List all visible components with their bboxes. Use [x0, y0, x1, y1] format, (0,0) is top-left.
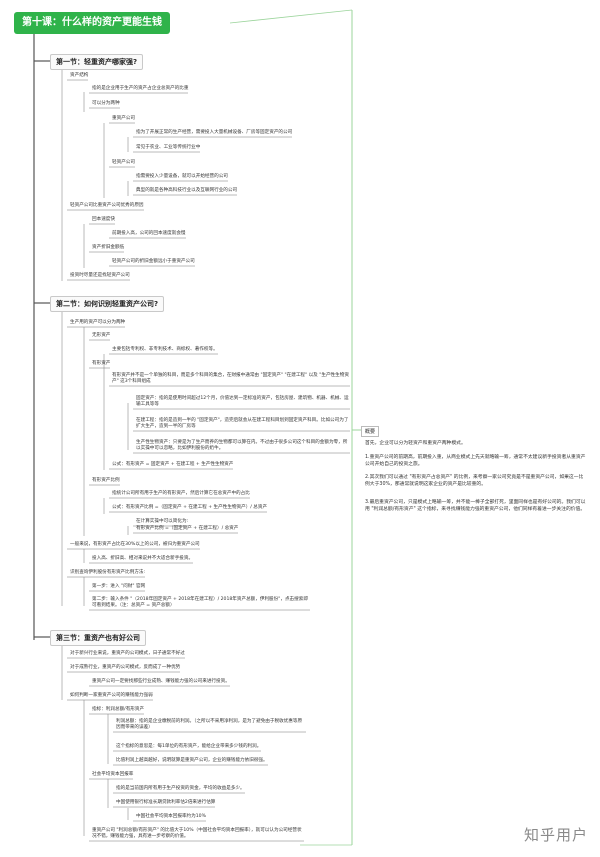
s2-node-2[interactable]: 主要包括专利权、非专利技术、商标权、著作权等。	[112, 347, 218, 352]
connector-line	[229, 9, 353, 24]
s3-node-8[interactable]: 社会平均资本回报率	[92, 772, 134, 777]
s1-node-5[interactable]: 常见于农业、工业等传统行业中	[136, 145, 201, 150]
s2-node-10[interactable]: 指统计公司所有用于生产的有形资产，然后计算它在总资产中的占比	[112, 491, 250, 496]
s1-node-4[interactable]: 指为了开展正常的生产经营，需要投入大量机械设备、厂房等固定资产的公司	[136, 130, 293, 135]
s1-node-10[interactable]: 回本速度快	[92, 217, 115, 222]
s2-node-15[interactable]: 投入高、折旧高、相对来说并不大适合新手投资。	[92, 556, 194, 561]
s3-node-10[interactable]: 中国使用银行标准长期贷款利率估2倍来进行估算	[116, 800, 216, 805]
s2-node-16[interactable]: 识别查询伊利股份有形资产比例方法:	[70, 570, 146, 575]
s1-node-13[interactable]: 轻资产公司的折旧金额远小于重资产公司	[112, 259, 195, 264]
s3-node-4[interactable]: 指标：利润总额/有形资产	[92, 707, 145, 712]
section-2-title[interactable]: 第二节：如何识别轻重资产公司?	[50, 296, 165, 312]
s3-node-1[interactable]: 对于成熟行业，重资产的公司模式，反而成了一种优势	[70, 665, 181, 670]
overview-para-1: 1.重资产公司的前期高，前期投入重，从商业模式上先天就略输一筹，通常不太建议新手…	[365, 455, 586, 467]
s1-node-8[interactable]: 典型的就是各种高科技行业以及互联网行业的公司	[136, 188, 238, 193]
s2-node-6[interactable]: 在建工程：指的是造到一半的 "固定资产"，造完后就会从在建工程科目划到固定资产科…	[136, 418, 349, 429]
s1-node-2[interactable]: 可以分为两种	[92, 101, 120, 106]
s3-node-6[interactable]: 这个指标的意思是：每1单位的有形资产，能给企业带来多少钱的利润。	[116, 744, 262, 749]
s1-node-12[interactable]: 资产折旧金额低	[92, 245, 125, 250]
s1-node-11[interactable]: 前期投入高，公司的回本速度就会慢	[112, 231, 186, 236]
s1-node-3[interactable]: 重资产公司	[112, 116, 135, 121]
s1-node-6[interactable]: 轻资产公司	[112, 160, 135, 165]
s2-node-7[interactable]: 生产性生物资产：只要是为了生产而养的生物都可以算在内。不过由于很多公司这个科目的…	[136, 440, 348, 451]
root-topic[interactable]: 第十课：什么样的资产更能生钱	[14, 12, 170, 34]
s2-node-5[interactable]: 固定资产：指的是使用时间超过12个月，价值达到一定标准的资产，包括房屋、建筑物、…	[136, 396, 349, 407]
overview-para-0: 首先，企业可以分为轻资产和重资产两种模式。	[365, 441, 466, 446]
s3-node-7[interactable]: 比值利润上越高越好，说明就算是重资产公司，企业的赚钱能力依旧很强。	[116, 758, 268, 763]
s1-node-9[interactable]: 轻资产公司比重资产公司优秀的原因	[70, 203, 144, 208]
s3-node-5[interactable]: 利润总额：指的是企业缴税前的利润。（之所以不采用净利润，是为了避免由于税收优惠等…	[116, 719, 303, 730]
s2-node-18[interactable]: 第二步：输入条件 "（2018年固定资产 + 2018年在建工程）/ 2018年…	[92, 597, 308, 608]
s3-node-3[interactable]: 如何判断一家重资产公司的赚钱能力强弱	[70, 693, 153, 698]
s1-node-0[interactable]: 资产结构	[70, 73, 89, 78]
s2-node-11[interactable]: 公式：有形资产比例 =（固定资产 + 在建工程 + 生产性生物资产）/ 总资产	[112, 505, 268, 510]
s3-node-12[interactable]: 重资产公司 "利润总额/有形资产" 的比值大于10%（中国社会平均资本回报率），…	[92, 828, 302, 839]
watermark: 知乎用户	[523, 826, 588, 844]
s3-node-2[interactable]: 重资产公司一定要找那些行业成熟、赚钱能力强的公司来进行投资。	[92, 679, 230, 684]
s2-node-9[interactable]: 有形资产比例	[92, 478, 120, 483]
s2-node-0[interactable]: 生产用的资产可以分为两种	[70, 320, 126, 325]
s2-node-1[interactable]: 无形资产	[92, 333, 111, 338]
section-3-title[interactable]: 第三节：重资产也有好公司	[50, 630, 146, 646]
section-1-title[interactable]: 第一节：轻重资产哪家强?	[50, 54, 144, 70]
s2-node-17[interactable]: 第一步：进入 "问财" 官网	[92, 584, 146, 589]
overview-tag[interactable]: 概要	[361, 426, 380, 437]
s2-node-4[interactable]: 有形资产并不是一个单独的科目，而是多个科目的集合，在财报中通常由 "固定资产" …	[112, 373, 349, 384]
overview-para-3: 3.最后重资产公司，只是模式上略输一筹，并不能一棒子全部打死，里面同样也是有好公…	[365, 500, 586, 512]
s2-node-14[interactable]: 一般来说，有形资产占比在30%以上的公司，被归为重资产公司	[70, 542, 200, 547]
s1-node-7[interactable]: 指需要投入少量设备，就可以开始经营的公司	[136, 174, 228, 179]
s1-node-1[interactable]: 指的是企业用于生产的资产占企业总资产的比重	[92, 86, 189, 91]
s2-node-12[interactable]: 在计算实操中可以简化为:	[136, 519, 189, 524]
s3-node-0[interactable]: 对于新兴行业来说，重资产的公司模式，日子通常不好过	[70, 651, 185, 656]
overview-para-2: 2.其次我们可以通过 "有形资产占总资产" 的比例，来考察一家公司究竟是不是重资…	[365, 475, 584, 487]
s2-node-3[interactable]: 有形资产	[92, 361, 111, 366]
s3-node-9[interactable]: 指的是当前国内所有用于生产投资的资金，平均的收益是多少。	[116, 786, 245, 791]
s2-node-8[interactable]: 公式：有形资产 = 固定资产 + 在建工程 + 生产性生物资产	[112, 462, 234, 467]
s1-node-14[interactable]: 投资时尽量还是找轻资产公司	[70, 273, 130, 278]
s3-node-11[interactable]: 中国社会平均资本回报率约为10%	[136, 814, 206, 819]
s2-node-13[interactable]: 有形资产比例 =（固定资产 + 在建工程）/ 总资产	[136, 526, 239, 531]
